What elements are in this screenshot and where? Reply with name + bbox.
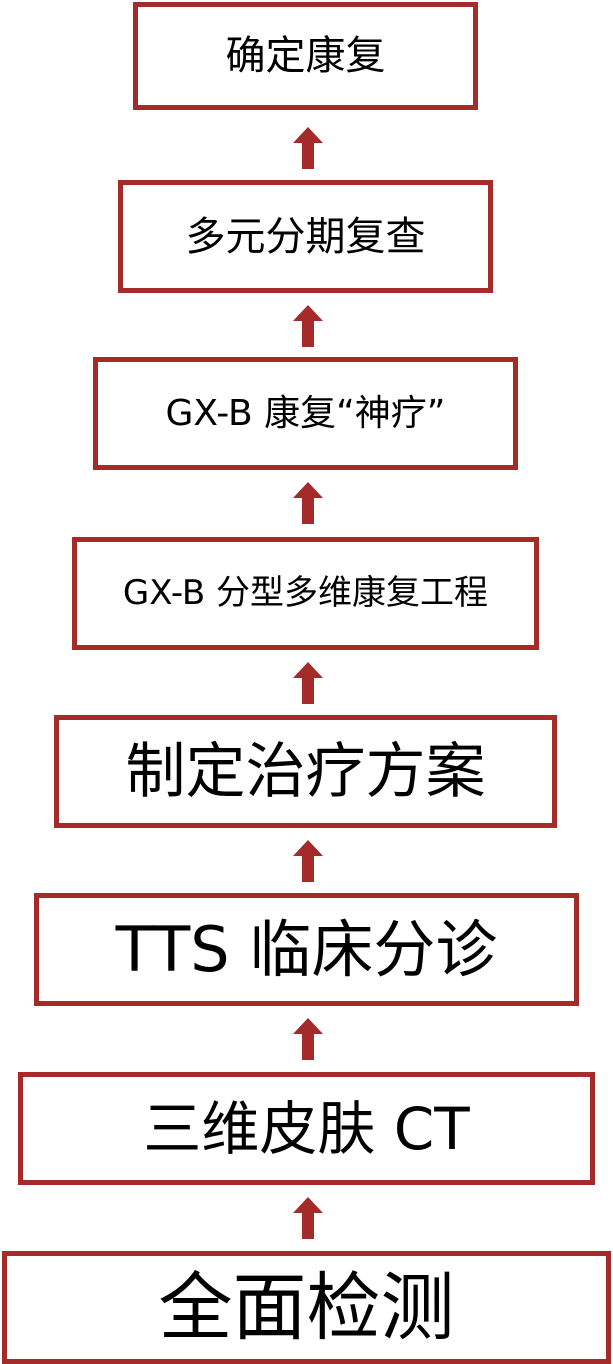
arrow-up-icon [293,1197,323,1239]
step-box-full-examination: 全面检测 [2,1251,611,1364]
arrow-up-icon [293,840,323,882]
arrow-up-icon [293,305,323,347]
step-label: GX-B 康复“神疗” [165,392,446,434]
step-box-3d-skin-ct: 三维皮肤 CT [18,1072,595,1185]
step-label: GX-B 分型多维康复工程 [122,572,489,613]
arrow-up-icon [293,1018,323,1060]
step-box-tts-triage: TTS 临床分诊 [34,893,579,1006]
step-label: 制定治疗方案 [125,736,486,807]
arrow-up-icon [293,127,323,169]
step-box-gxb-engineering: GX-B 分型多维康复工程 [72,537,539,650]
step-label: 多元分期复查 [185,213,426,260]
step-box-treatment-plan: 制定治疗方案 [54,715,557,828]
arrow-up-icon [293,662,323,704]
step-box-gxb-recovery: GX-B 康复“神疗” [93,357,518,470]
step-label: TTS 临床分诊 [115,912,498,986]
step-label: 三维皮肤 CT [143,1094,470,1163]
step-label: 确定康复 [225,33,386,79]
step-label: 全面检测 [158,1264,455,1351]
step-box-multi-stage-review: 多元分期复查 [118,180,493,293]
arrow-up-icon [293,482,323,524]
step-box-confirm-recovery: 确定康复 [133,2,478,110]
